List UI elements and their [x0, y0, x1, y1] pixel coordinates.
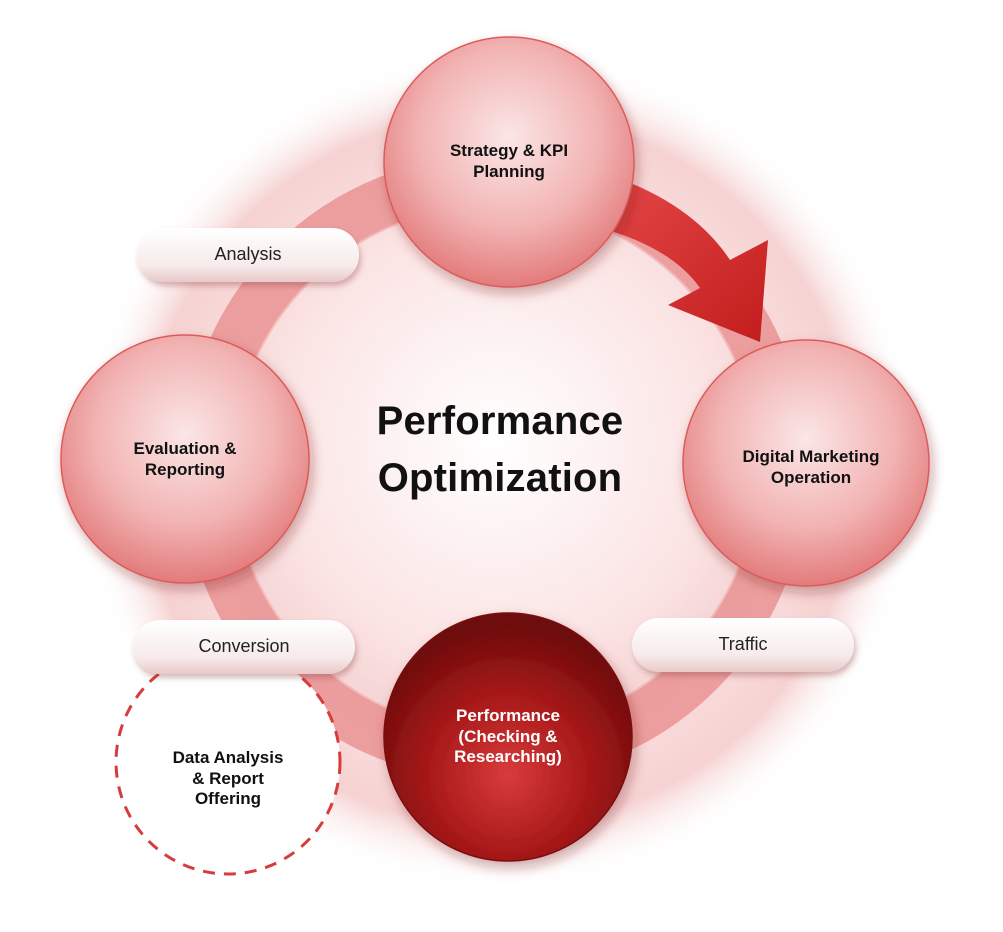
strategy-node: Strategy & KPI Planning — [409, 130, 609, 194]
performance-node-circle — [383, 612, 633, 862]
strategy-node-circle — [383, 36, 635, 288]
performance-line2: (Checking & — [458, 726, 558, 746]
performance-line3: Researching) — [454, 747, 562, 767]
center-title-line2: Optimization — [377, 456, 623, 500]
traffic-pill-shape — [632, 618, 854, 672]
data-line3: Offering — [194, 789, 262, 809]
center-title: Performance Optimization — [330, 390, 670, 510]
evaluation-line2: Reporting — [144, 460, 226, 479]
cycle-arrow — [590, 172, 768, 342]
digital-node-circle — [682, 339, 930, 587]
performance-node: Performance (Checking & Researching) — [408, 697, 608, 777]
evaluation-line1: Evaluation & — [133, 439, 237, 459]
data-line2: & Report — [192, 768, 264, 788]
conversion-pill-shape — [133, 620, 355, 674]
conversion-pill-label: Conversion — [198, 636, 290, 657]
data-line1: Data Analysis — [172, 747, 284, 767]
traffic-pill-label: Traffic — [718, 634, 768, 655]
strategy-line2: Planning — [473, 162, 545, 181]
analysis-pill: Analysis — [137, 228, 359, 282]
digital-line1: Digital Marketing — [742, 447, 880, 467]
evaluation-node-circle — [60, 334, 310, 584]
analysis-pill-shape — [137, 228, 359, 282]
digital-line2: Operation — [770, 468, 852, 487]
analysis-pill-label: Analysis — [214, 244, 282, 265]
data-analysis-node: Data Analysis & Report Offering — [128, 736, 328, 822]
center-title-line1: Performance — [376, 399, 624, 444]
strategy-line1: Strategy & KPI — [449, 141, 569, 161]
conversion-pill: Conversion — [133, 620, 355, 674]
traffic-pill: Traffic — [632, 618, 854, 672]
digital-node: Digital Marketing Operation — [706, 436, 916, 500]
evaluation-node: Evaluation & Reporting — [85, 428, 285, 492]
performance-line1: Performance — [456, 705, 560, 725]
